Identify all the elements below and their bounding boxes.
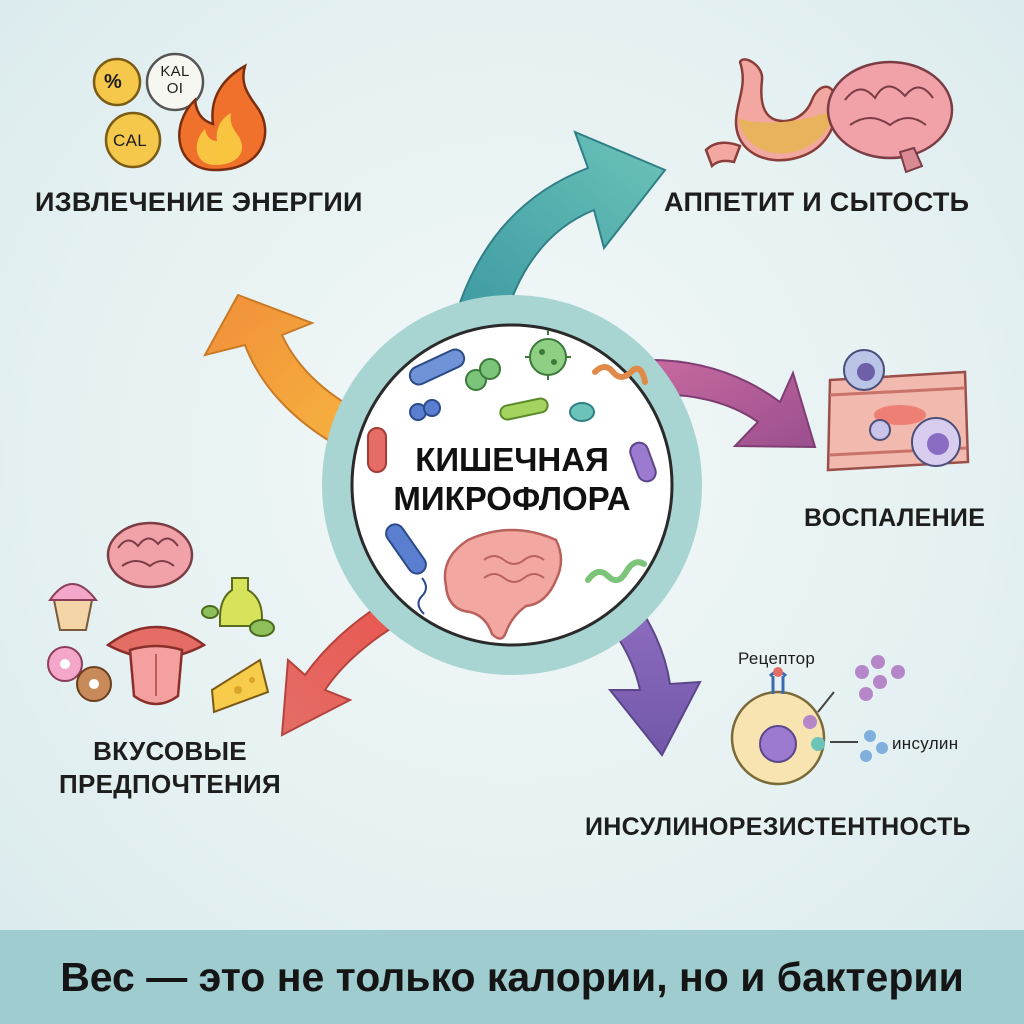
bacteria-green-spiral (585, 559, 647, 584)
insulin-molecules-icon (803, 655, 905, 762)
immune-cell-icon (843, 349, 961, 467)
insulin-label: инсулин (892, 734, 959, 753)
mouth-tongue-icon (105, 625, 207, 706)
bacteria-blue-rod (408, 348, 466, 386)
cal-coin-icon (104, 111, 162, 169)
percent-coin-icon (92, 57, 142, 107)
flame-icon (178, 63, 267, 172)
center-title-line1: КИШЕЧНАЯ (415, 441, 609, 478)
cal-coin-label: CAL (113, 131, 147, 150)
intestine-coils (483, 555, 545, 583)
taste-label-line2: ПРЕДПОЧТЕНИЯ (58, 768, 282, 799)
bacteria-teal-oval (569, 402, 595, 422)
bacteria-purple-rod (629, 441, 657, 483)
bacteria-green-rod (499, 397, 549, 421)
appetite-label: АППЕТИТ И СЫТОСТЬ (664, 187, 970, 217)
footer-text: Вес — это не только калории, но и бактер… (60, 953, 964, 1000)
bacteria-orange-spiral (592, 364, 648, 385)
bacteria-green-pair (465, 358, 501, 391)
bacteria-red-rod (367, 427, 387, 473)
kal-coin-label: KAL OI (156, 63, 194, 97)
receptor-icon (768, 667, 788, 694)
cheese-icon (210, 658, 270, 714)
arrow-to-inflammation (638, 358, 817, 449)
taste-label-line1: ВКУСОВЫЕ (93, 736, 247, 766)
inflammation-label: ВОСПАЛЕНИЕ (804, 504, 986, 532)
cupcake-icon (48, 583, 99, 631)
donut-icon (47, 646, 112, 702)
arrow-to-energy (203, 293, 374, 457)
bacteria-blue-cluster (409, 399, 441, 421)
kal-coin-icon (145, 52, 205, 112)
cell-icon (730, 690, 826, 786)
insulin-resistance-label: ИНСУЛИНОРЕЗИСТЕНТНОСТЬ (585, 813, 971, 841)
virus-green-icon (525, 330, 571, 380)
kal-line2: OI (166, 79, 184, 97)
footer-band: Вес — это не только калории, но и бактер… (0, 930, 1024, 1024)
taste-label: ВКУСОВЫЕ ПРЕДПОЧТЕНИЯ (50, 735, 290, 800)
bacteria-blue-flagellum (385, 523, 427, 615)
percent-coin-label: % (104, 71, 123, 93)
brain-icon-appetite (826, 60, 954, 174)
oil-bottle-icon (201, 577, 275, 637)
stomach-contents (738, 110, 834, 154)
receptor-label: Рецептор (738, 649, 816, 668)
kal-line1: KAL (160, 63, 190, 80)
arrow-to-appetite (453, 130, 667, 319)
brain-icon-taste (106, 521, 194, 589)
center-title: КИШЕЧНАЯ МИКРОФЛОРА (362, 441, 662, 519)
center-title-line2: МИКРОФЛОРА (393, 479, 631, 517)
energy-label: ИЗВЛЕЧЕНИЕ ЭНЕРГИИ (35, 187, 363, 217)
